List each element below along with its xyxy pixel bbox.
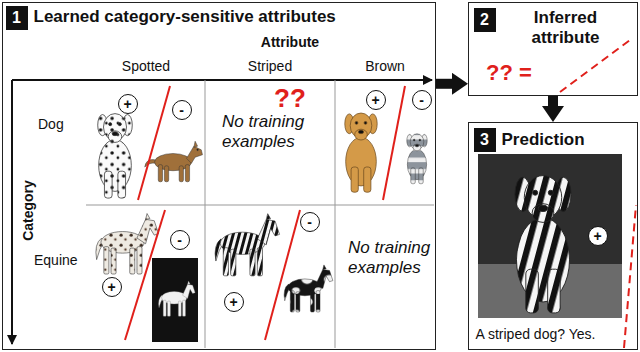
unknown-mark: ?? =: [486, 60, 532, 86]
mark-text: -: [307, 215, 312, 229]
positive-mark: +: [102, 277, 122, 297]
mark-text: +: [371, 93, 379, 107]
label-holder: Category: [20, 180, 37, 241]
mark-text: +: [107, 280, 115, 294]
text-holder: Prediction: [502, 130, 585, 150]
dalmatian-picture: [98, 114, 133, 198]
golden-dog-picture: [345, 113, 377, 192]
attribute-axis: [12, 79, 432, 81]
column-header: Striped: [248, 58, 292, 75]
cell-note: No training examples: [222, 112, 306, 152]
category-axis: [11, 80, 13, 344]
inferred-boundary: [624, 205, 636, 348]
decision-boundary: [383, 86, 405, 200]
label-holder: Dog: [38, 116, 64, 133]
mark-text: -: [419, 93, 424, 107]
mark-text: +: [123, 97, 131, 111]
panel: Learned category-sensitive attributes 1 + -…: [2, 2, 436, 350]
text-holder: Inferred attribute: [500, 8, 632, 48]
axis-title: Category: [20, 180, 37, 241]
panel-caption: A striped dog? Yes.: [476, 326, 596, 343]
text-holder: A striped dog? Yes.: [476, 326, 596, 343]
panel-title: Learned category-sensitive attributes: [34, 7, 336, 27]
label-holder: No training examples: [348, 238, 432, 278]
column-header: Brown: [365, 58, 405, 75]
striped-dog-picture: [515, 176, 571, 313]
axis-title: Attribute: [261, 34, 319, 51]
positive-mark: +: [224, 292, 244, 312]
row-header: Dog: [38, 116, 64, 133]
mark-text: -: [177, 233, 182, 247]
step-number-text: 1: [12, 9, 21, 27]
unknown-mark: ??: [274, 84, 306, 112]
white-horse-picture: [159, 281, 196, 316]
photo-background: [152, 258, 198, 342]
label-holder: Striped: [248, 58, 292, 75]
husky-picture: [407, 134, 427, 184]
panel-title: Prediction: [502, 130, 585, 150]
grid-line: [335, 80, 336, 348]
label-holder: No training examples: [222, 112, 306, 152]
step-number-text: 2: [480, 11, 489, 29]
grid-line: [205, 80, 206, 348]
negative-mark: -: [172, 100, 192, 120]
positive-mark: +: [588, 226, 608, 246]
text-holder: Learned category-sensitive attributes: [34, 7, 336, 27]
negative-mark: -: [170, 230, 190, 250]
positive-mark: +: [366, 90, 386, 110]
step-number: 1: [6, 6, 28, 30]
decision-boundary: [125, 210, 165, 340]
label-holder: Attribute: [261, 34, 319, 51]
label-holder: Equine: [34, 252, 78, 269]
negative-mark: -: [412, 90, 432, 110]
piebald-horse-picture: [284, 265, 333, 312]
panel: Prediction A striped dog? Yes. 3 +: [468, 122, 638, 350]
label-holder: Brown: [365, 58, 405, 75]
label-holder: Spotted: [122, 58, 170, 75]
flow-arrow: [548, 96, 558, 106]
decision-boundary: [265, 210, 300, 340]
mark-text: +: [229, 295, 237, 309]
grid-line: [86, 205, 434, 206]
mark-text: +: [593, 229, 601, 243]
label-holder: ?? =: [486, 60, 532, 86]
step-number-text: 3: [480, 131, 489, 149]
zebra-picture: [215, 214, 279, 276]
column-header: Spotted: [122, 58, 170, 75]
negative-mark: -: [300, 212, 320, 232]
label-holder: ??: [274, 84, 306, 112]
mark-text: -: [179, 103, 184, 117]
panel-title: Inferred attribute: [500, 8, 632, 48]
step-number: 3: [474, 128, 496, 152]
decision-boundary: [138, 86, 170, 200]
flow-arrow: [436, 79, 452, 89]
cell-note: No training examples: [348, 238, 432, 278]
inferred-boundary: [560, 40, 630, 92]
step-number: 2: [474, 8, 496, 32]
row-header: Equine: [34, 252, 78, 269]
spotted-horse-picture: [96, 214, 159, 274]
positive-mark: +: [118, 94, 138, 114]
